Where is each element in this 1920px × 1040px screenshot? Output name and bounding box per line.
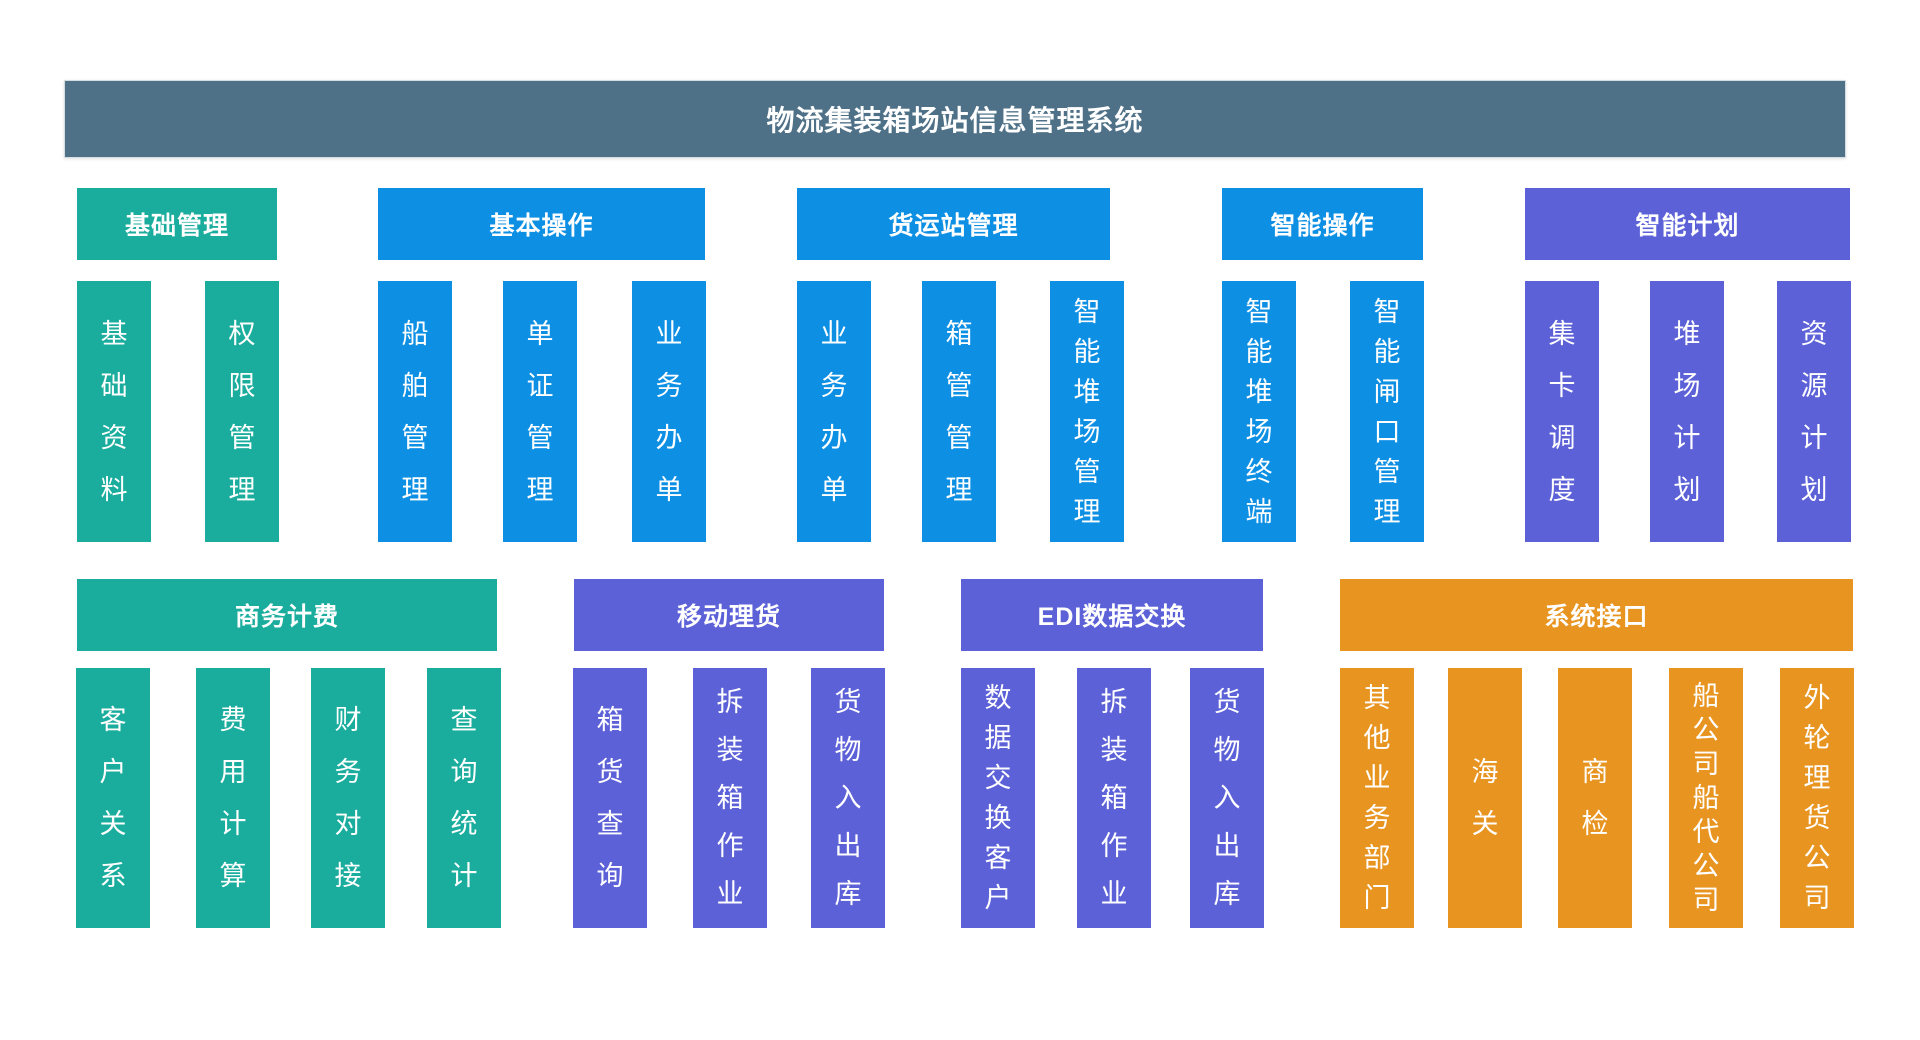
module-shipping-company-agent: 船公司船代公司 bbox=[1669, 668, 1743, 928]
module-commodity-inspection: 商检 bbox=[1558, 668, 1632, 928]
module-label: 智能闸口管理 bbox=[1373, 296, 1401, 527]
module-label: 船舶管理 bbox=[401, 318, 429, 505]
section-label: 智能计划 bbox=[1635, 212, 1740, 240]
module-resource-planning: 资源计划 bbox=[1777, 281, 1851, 542]
module-label: 数据交换客户 bbox=[984, 683, 1012, 913]
section-header-freight-station-management: 货运站管理 bbox=[797, 188, 1110, 260]
section-header-smart-operations: 智能操作 bbox=[1222, 188, 1423, 260]
section-header-mobile-tally: 移动理货 bbox=[574, 579, 884, 651]
section-header-system-interface: 系统接口 bbox=[1340, 579, 1853, 651]
system-title-bar: 物流集装箱场站信息管理系统 bbox=[64, 80, 1846, 158]
section-header-smart-planning: 智能计划 bbox=[1525, 188, 1850, 260]
module-label: 货物入出库 bbox=[1213, 687, 1241, 909]
module-query-statistics: 查询统计 bbox=[427, 668, 501, 928]
module-label: 集卡调度 bbox=[1548, 318, 1576, 505]
module-other-business-departments: 其他业务部门 bbox=[1340, 668, 1414, 928]
module-ship-management: 船舶管理 bbox=[378, 281, 452, 542]
section-label: 商务计费 bbox=[234, 603, 339, 631]
module-label: 客户关系 bbox=[99, 705, 127, 891]
section-label: 基础管理 bbox=[124, 212, 229, 240]
system-title: 物流集装箱场站信息管理系统 bbox=[766, 105, 1144, 136]
module-smart-gate-management: 智能闸口管理 bbox=[1350, 281, 1424, 542]
section-label: 货运站管理 bbox=[888, 212, 1019, 240]
module-label: 拆装箱作业 bbox=[1100, 687, 1128, 909]
module-data-exchange-customer: 数据交换客户 bbox=[961, 668, 1035, 928]
module-stuffing-unstuffing-tally: 拆装箱作业 bbox=[693, 668, 767, 928]
section-label: 移动理货 bbox=[676, 603, 781, 631]
module-label: 箱货查询 bbox=[596, 705, 624, 891]
module-label: 堆场计划 bbox=[1673, 318, 1701, 505]
section-header-basic-management: 基础管理 bbox=[77, 188, 277, 260]
module-label: 单证管理 bbox=[526, 318, 554, 505]
section-label: 智能操作 bbox=[1270, 212, 1375, 240]
module-label: 财务对接 bbox=[334, 705, 362, 891]
section-label: 基本操作 bbox=[489, 212, 594, 240]
module-smart-yard-terminal: 智能堆场终端 bbox=[1222, 281, 1296, 542]
module-label: 智能堆场管理 bbox=[1073, 296, 1101, 527]
module-label: 业务办单 bbox=[655, 318, 683, 505]
module-finance-integration: 财务对接 bbox=[311, 668, 385, 928]
module-label: 权限管理 bbox=[228, 318, 256, 505]
module-cargo-in-out-tally: 货物入出库 bbox=[811, 668, 885, 928]
module-label: 资源计划 bbox=[1800, 318, 1828, 505]
module-smart-yard-management: 智能堆场管理 bbox=[1050, 281, 1124, 542]
module-cargo-in-out-edi: 货物入出库 bbox=[1190, 668, 1264, 928]
module-label: 查询统计 bbox=[450, 705, 478, 891]
module-label: 基础资料 bbox=[100, 318, 128, 505]
section-label: 系统接口 bbox=[1544, 603, 1649, 631]
module-customer-relations: 客户关系 bbox=[76, 668, 150, 928]
section-header-basic-operations: 基本操作 bbox=[378, 188, 705, 260]
module-label: 外轮理货公司 bbox=[1803, 683, 1831, 913]
module-label: 货物入出库 bbox=[834, 687, 862, 909]
module-label: 智能堆场终端 bbox=[1245, 296, 1273, 527]
module-fee-calculation: 费用计算 bbox=[196, 668, 270, 928]
module-permission-management: 权限管理 bbox=[205, 281, 279, 542]
module-container-cargo-query: 箱货查询 bbox=[573, 668, 647, 928]
module-label: 商检 bbox=[1581, 757, 1609, 839]
module-label: 费用计算 bbox=[219, 705, 247, 891]
module-customs: 海关 bbox=[1448, 668, 1522, 928]
section-label: EDI数据交换 bbox=[1037, 603, 1187, 631]
module-yard-planning: 堆场计划 bbox=[1650, 281, 1724, 542]
module-basic-data: 基础资料 bbox=[77, 281, 151, 542]
module-label: 海关 bbox=[1471, 757, 1499, 839]
module-document-management: 单证管理 bbox=[503, 281, 577, 542]
module-container-management: 箱管管理 bbox=[922, 281, 996, 542]
module-label: 箱管管理 bbox=[945, 318, 973, 505]
module-label: 其他业务部门 bbox=[1363, 683, 1391, 913]
module-stuffing-unstuffing-edi: 拆装箱作业 bbox=[1077, 668, 1151, 928]
module-business-order-freight: 业务办单 bbox=[797, 281, 871, 542]
module-label: 船公司船代公司 bbox=[1692, 681, 1720, 915]
module-label: 拆装箱作业 bbox=[716, 687, 744, 909]
module-truck-dispatch: 集卡调度 bbox=[1525, 281, 1599, 542]
module-business-order: 业务办单 bbox=[632, 281, 706, 542]
module-foreign-tally-company: 外轮理货公司 bbox=[1780, 668, 1854, 928]
section-header-edi-data-exchange: EDI数据交换 bbox=[961, 579, 1263, 651]
module-label: 业务办单 bbox=[820, 318, 848, 505]
section-header-commercial-billing: 商务计费 bbox=[77, 579, 497, 651]
